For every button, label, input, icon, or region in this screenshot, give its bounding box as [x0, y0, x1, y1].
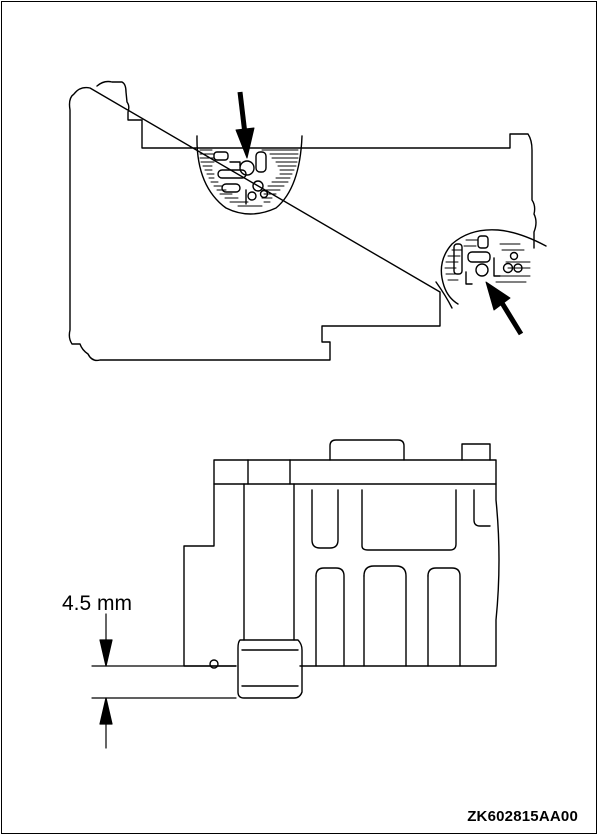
- dimension-lines: [91, 613, 237, 749]
- arrow-down-indicator: [235, 91, 255, 159]
- dimension-label: 4.5 mm: [62, 592, 133, 615]
- valve-body-top-view: [68, 80, 537, 362]
- valve-body-side-view: [183, 439, 500, 669]
- protruding-plug: [237, 639, 303, 699]
- arrow-up-left-indicator: [485, 281, 524, 336]
- cutaway-valve-passages-upper: [196, 135, 303, 215]
- figure-code: ZK602815AA00: [467, 808, 578, 825]
- cutaway-valve-passages-lower: [435, 229, 547, 309]
